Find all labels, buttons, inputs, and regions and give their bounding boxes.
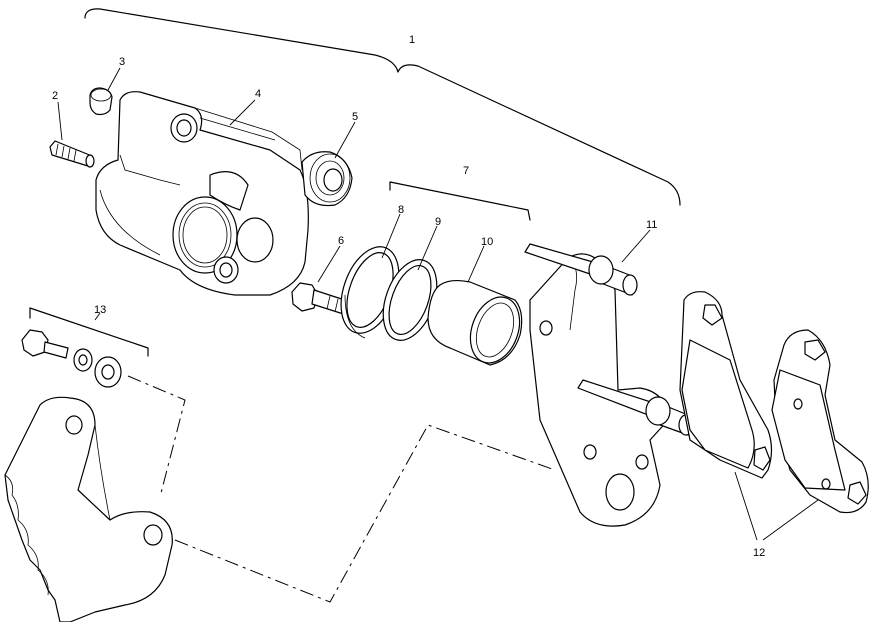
callout-3: 3 bbox=[119, 56, 125, 68]
callout-8: 8 bbox=[398, 204, 404, 216]
callout-13: 13 bbox=[94, 304, 106, 316]
leader-lines bbox=[57, 67, 819, 541]
assembly-line-bracket-to-knuckle bbox=[127, 375, 186, 498]
part-12-brake-pad-outer bbox=[771, 329, 869, 514]
bracket-group-13 bbox=[29, 307, 149, 357]
bracket-group-7 bbox=[389, 181, 531, 221]
callout-10: 10 bbox=[481, 236, 493, 248]
callout-9: 9 bbox=[435, 216, 441, 228]
callout-12: 12 bbox=[753, 547, 765, 559]
part-2-bleeder-screw bbox=[49, 140, 95, 168]
part-10-piston bbox=[427, 279, 523, 366]
part-3-bleeder-cap bbox=[89, 87, 113, 116]
part-9-dust-seal bbox=[382, 259, 438, 341]
steering-knuckle bbox=[4, 396, 173, 622]
callout-5: 5 bbox=[352, 111, 358, 123]
assembly-line-bolt-path bbox=[174, 424, 556, 603]
part-12-brake-pad-inner bbox=[679, 291, 773, 479]
part-11-mounting-bracket bbox=[524, 243, 694, 527]
part-5-pin-boot bbox=[301, 151, 353, 207]
callout-4: 4 bbox=[255, 88, 261, 100]
callout-2: 2 bbox=[52, 90, 58, 102]
callout-6: 6 bbox=[338, 235, 344, 247]
callout-1: 1 bbox=[409, 34, 415, 46]
bracket-group-1 bbox=[84, 8, 681, 206]
part-13-mounting-bolt-washers bbox=[21, 329, 122, 388]
callout-7: 7 bbox=[463, 165, 469, 177]
callout-11: 11 bbox=[646, 219, 657, 231]
callout-labels: 1 2 3 4 5 6 7 8 9 10 11 12 13 bbox=[52, 34, 765, 559]
part-4-caliper-housing bbox=[95, 91, 309, 296]
